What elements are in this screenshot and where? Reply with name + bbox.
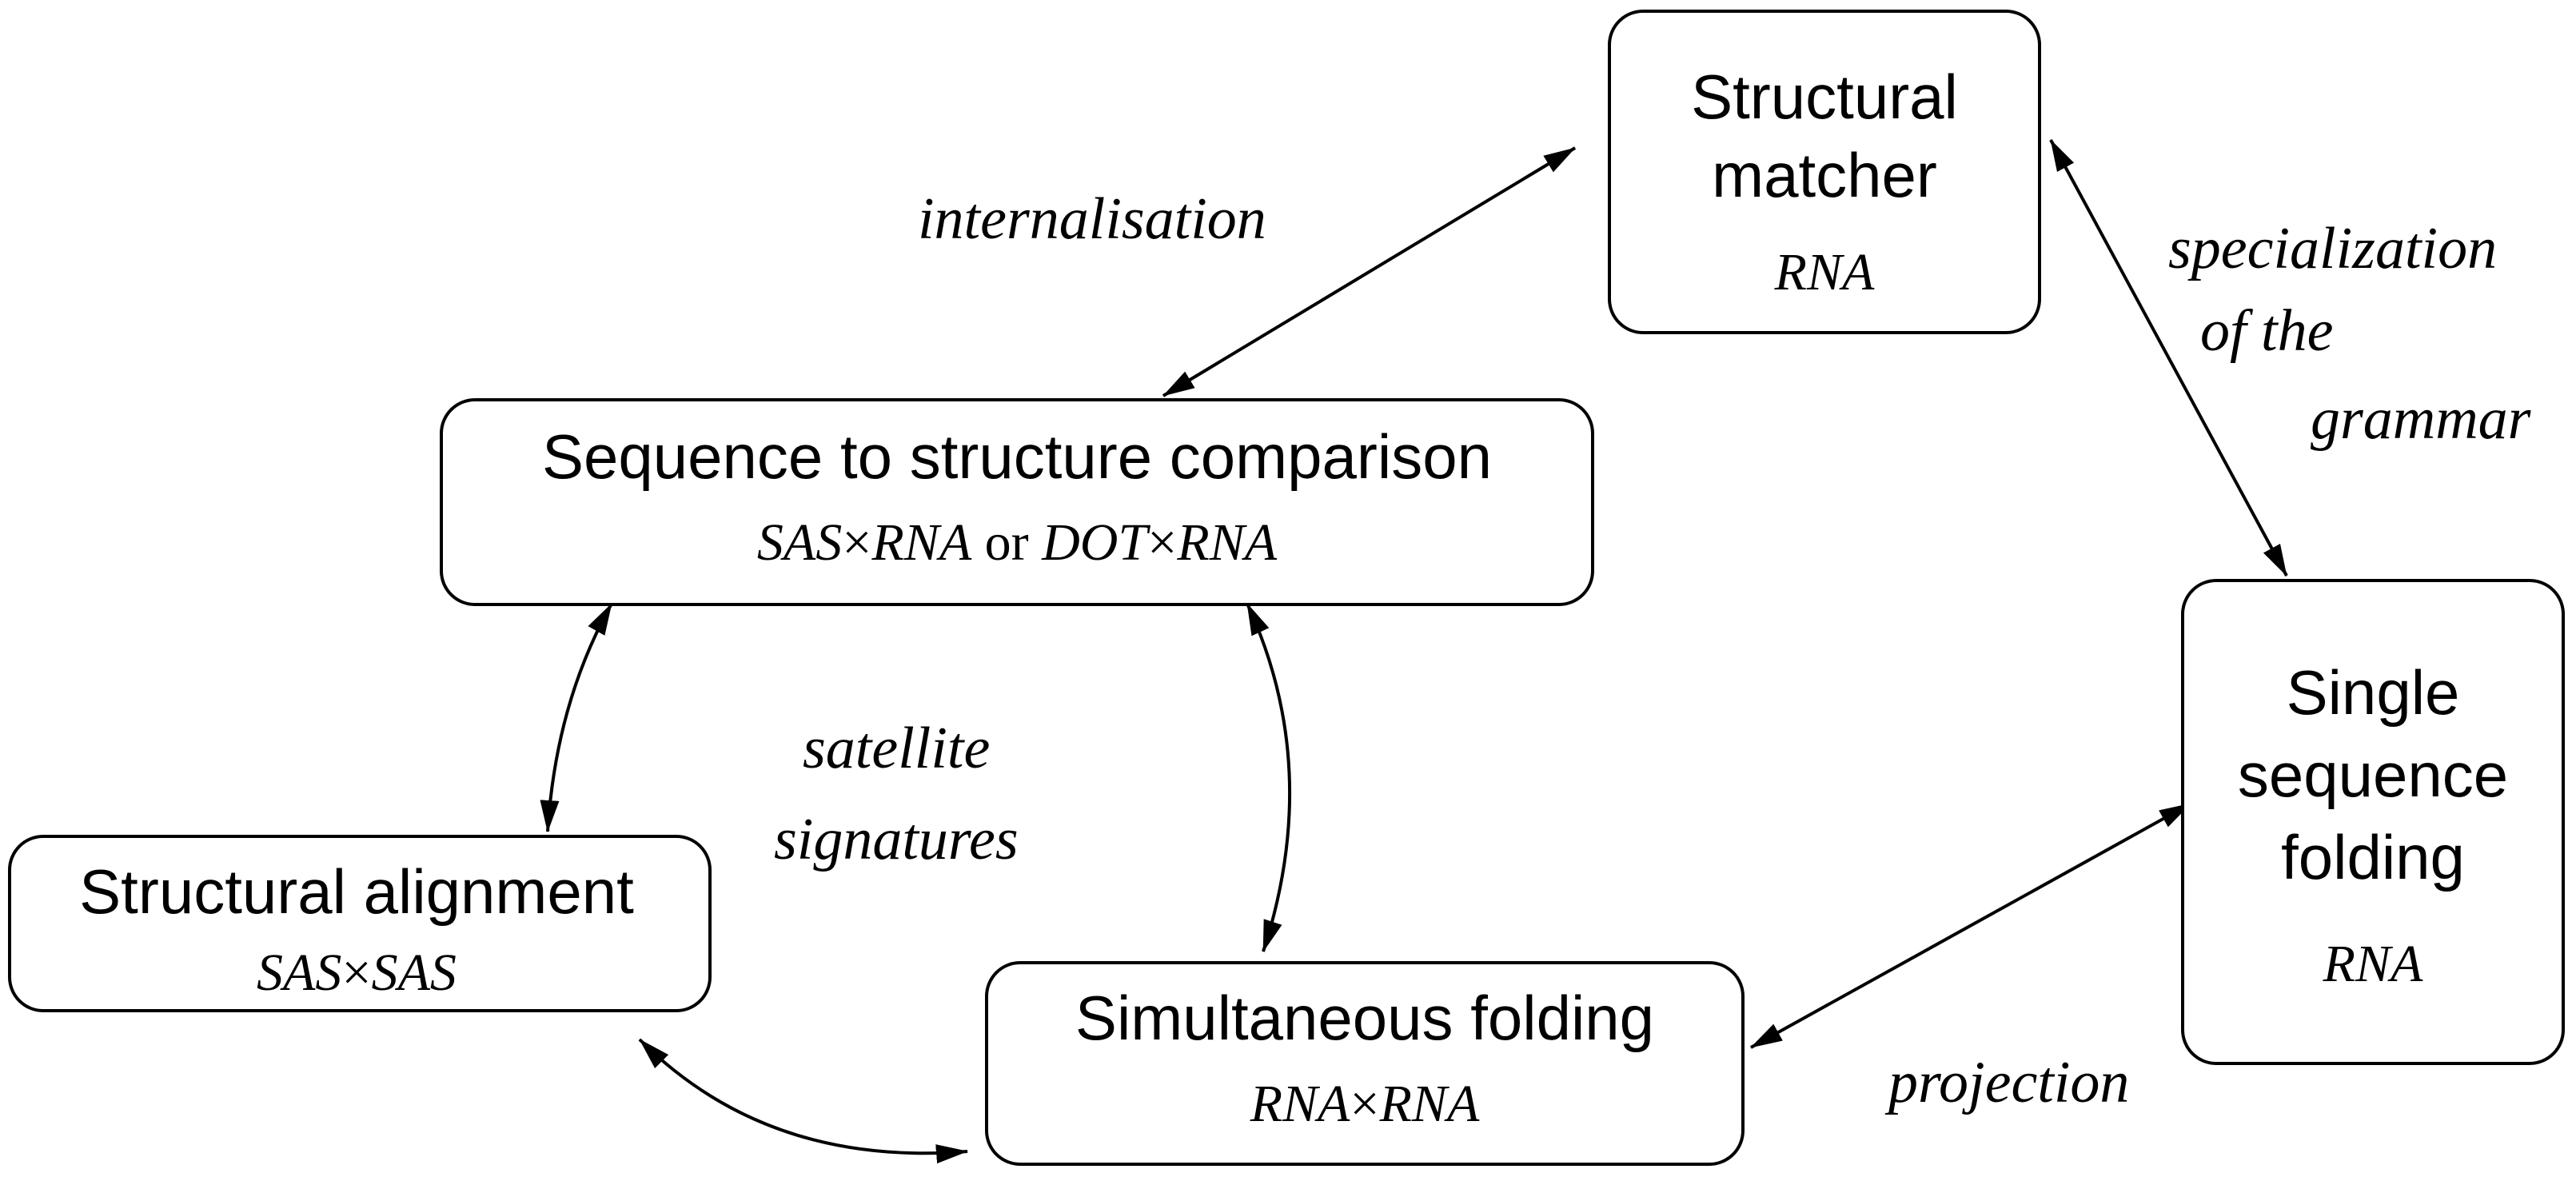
node-structural-alignment[interactable]: Structural alignment SAS×SAS	[8, 835, 712, 1012]
node-title-line1: Single	[2287, 657, 2460, 728]
node-box	[440, 398, 1594, 606]
node-box	[985, 961, 1745, 1166]
node-single-sequence-folding[interactable]: Single sequence folding RNA	[2181, 579, 2565, 1065]
arrow-seq-to-simultaneous	[1246, 603, 1292, 952]
node-sequence-to-structure[interactable]: Sequence to structure comparison SAS×RNA…	[440, 398, 1594, 606]
arrow-seq-to-alignment	[540, 603, 613, 832]
edge-label-satellite-line2: signatures	[774, 807, 1019, 872]
node-title-line3: folding	[2281, 822, 2465, 892]
node-title: Structural alignment	[79, 856, 634, 927]
node-title-line1: Structural	[1691, 62, 1958, 132]
node-title: Simultaneous folding	[1075, 983, 1654, 1053]
arrow-specialization	[2049, 139, 2288, 577]
node-box	[8, 835, 712, 1012]
edge-label-projection: projection	[1884, 1050, 2129, 1115]
node-subtitle: SAS×RNA or DOT×RNA	[757, 513, 1278, 572]
node-title: Sequence to structure comparison	[542, 421, 1492, 492]
node-simultaneous-folding[interactable]: Simultaneous folding RNA×RNA	[985, 961, 1745, 1166]
node-subtitle: SAS×SAS	[257, 944, 457, 1002]
edge-label-specialization-line3: grammar	[2311, 386, 2532, 452]
arrow-alignment-to-simultaneous	[638, 1038, 968, 1164]
edge-label-specialization-line1: specialization	[2168, 216, 2497, 281]
node-title-line2: sequence	[2238, 740, 2508, 810]
edge-label-specialization-line2: of the	[2200, 298, 2333, 364]
node-subtitle: RNA	[1774, 243, 1875, 301]
arrow-internalisation	[1162, 146, 1577, 397]
arrow-projection	[1750, 802, 2191, 1049]
node-box	[2181, 579, 2565, 1065]
node-title-line2: matcher	[1712, 140, 1937, 210]
node-box	[1608, 10, 2041, 334]
node-subtitle: RNA	[2323, 935, 2423, 993]
node-structural-matcher[interactable]: Structural matcher RNA	[1608, 10, 2041, 334]
edge-label-internalisation: internalisation	[918, 186, 1266, 252]
edge-label-satellite-line1: satellite	[803, 716, 990, 781]
node-subtitle: RNA×RNA	[1250, 1075, 1480, 1133]
